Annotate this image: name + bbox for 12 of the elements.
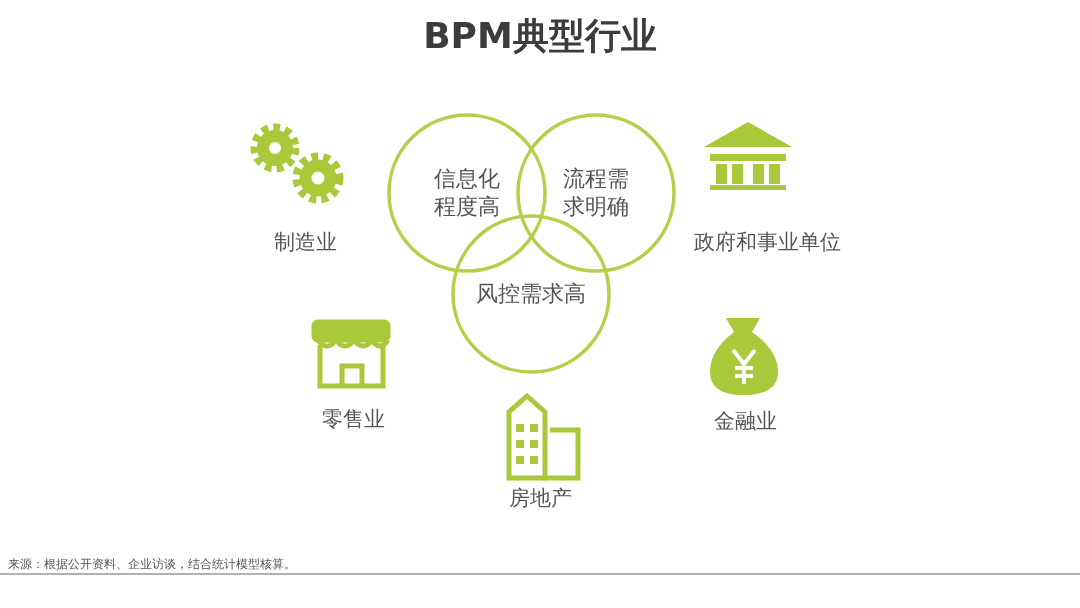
industry-label: 政府和事业单位: [693, 229, 841, 256]
title: BPM典型行业: [422, 14, 658, 58]
industry-label: 制造业: [273, 229, 337, 256]
venn-circle: [516, 113, 676, 273]
source-note: 来源：根据公开资料、企业访谈，结合统计模型核算。: [8, 556, 296, 573]
industry-label: 房地产: [508, 485, 572, 512]
industry-label: 零售业: [321, 406, 385, 433]
circle-text: 风控需求高: [475, 280, 587, 308]
venn-circle: [387, 113, 547, 273]
circle-text: 流程需求明确: [562, 165, 630, 221]
industry-label: 金融业: [713, 408, 777, 435]
circle-text: 信息化程度高: [433, 165, 501, 221]
